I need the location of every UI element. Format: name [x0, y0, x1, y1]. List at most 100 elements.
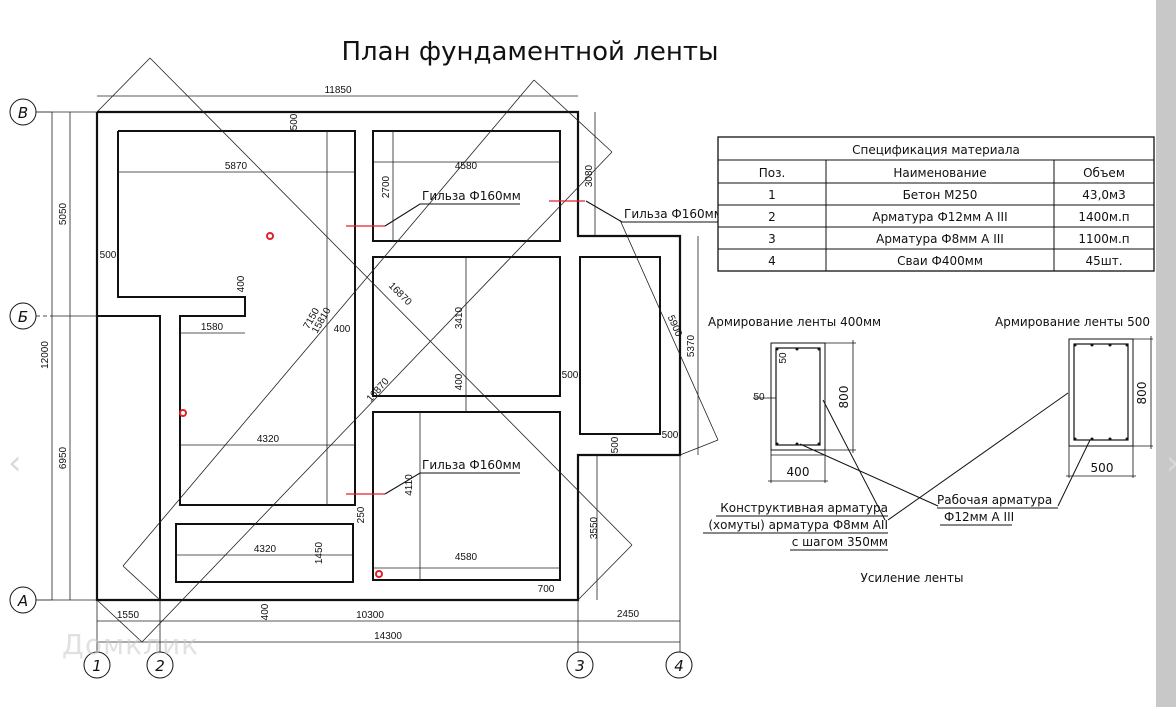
- axis-row-a: А: [9, 586, 52, 614]
- reinforcement-caption: Усиление ленты: [861, 571, 964, 585]
- drawing-title: План фундаментной ленты: [342, 37, 719, 67]
- spec-cell-volume: 45шт.: [1085, 254, 1122, 268]
- spec-cell-pos: 4: [768, 254, 776, 268]
- dim-diag-16870-a: 16870: [386, 281, 414, 309]
- dim-room1-width: 5870: [225, 161, 248, 172]
- dim-room4-width: 4320: [254, 544, 277, 555]
- axis-row-v: В: [9, 98, 52, 126]
- dim-wall-mid: 400: [334, 324, 351, 335]
- axis-label: 3: [575, 657, 585, 675]
- dim-bottom-total: 14300: [374, 631, 402, 642]
- spec-cell-volume: 1100м.п: [1078, 232, 1129, 246]
- sleeve-callout-3: Гильза Ф160мм: [422, 458, 521, 472]
- dim-offset-700: 700: [538, 584, 555, 595]
- dim-gap-250: 250: [356, 506, 367, 523]
- dim-wall-500-a: 500: [562, 370, 579, 381]
- dim-right-3080: 3080: [584, 164, 595, 187]
- axis-markers: В Б А 1 2 3 4: [9, 98, 693, 679]
- section-500: Армирование ленты 500 500 800: [995, 315, 1153, 478]
- section-400-cover-side: 50: [753, 392, 765, 403]
- watermark-logo: Домклик: [62, 628, 200, 661]
- next-image-button[interactable]: ›: [1166, 446, 1176, 480]
- spec-row: 2 Арматура Ф12мм А III 1400м.п: [768, 210, 1129, 224]
- dim-room5-width: 4580: [455, 161, 478, 172]
- axis-label: 4: [674, 657, 684, 675]
- left-inner-wall: [97, 315, 161, 600]
- dim-room7-width: 4580: [455, 552, 478, 563]
- side-scroll-strip: [1156, 0, 1176, 707]
- dim-left-upper: 5050: [58, 202, 69, 225]
- axis-label: 1: [92, 657, 102, 675]
- dim-right-5370: 5370: [686, 334, 697, 357]
- dim-diag-16870-b: 16870: [365, 376, 392, 404]
- work-rebar-label-line2: Ф12мм А III: [944, 510, 1014, 524]
- spec-cell-name: Бетон М250: [903, 188, 978, 202]
- spec-row: 3 Арматура Ф8мм А III 1100м.п: [768, 232, 1129, 246]
- spec-table: Спецификация материала Поз. Наименование…: [717, 136, 1155, 272]
- section-500-title: Армирование ленты 500: [995, 315, 1150, 329]
- spec-cell-volume: 1400м.п: [1078, 210, 1129, 224]
- axis-label: В: [18, 104, 28, 122]
- rebar-label-underlines: [703, 507, 1058, 551]
- section-400-height: 800: [837, 386, 851, 409]
- dim-room3-width: 4320: [257, 434, 280, 445]
- spec-row: 1 Бетон М250 43,0м3: [768, 188, 1126, 202]
- room-right: [579, 256, 661, 435]
- dim-overall-top: 11850: [324, 85, 352, 96]
- pile-marker: [266, 232, 274, 240]
- red-markers: [179, 200, 585, 578]
- stirrup-label-line1: Конструктивная арматура: [720, 501, 888, 515]
- dim-room5-height: 2700: [381, 175, 392, 198]
- section-400: Армирование ленты 400мм 400 800 50 50: [708, 315, 881, 483]
- dim-bottom-wall-400: 400: [260, 603, 271, 620]
- dim-left-lower: 6950: [58, 446, 69, 469]
- spec-cell-name: Сваи Ф400мм: [897, 254, 983, 268]
- callout-leaders: [384, 200, 720, 495]
- sleeve-callout-2: Гильза Ф160мм: [624, 207, 723, 221]
- spec-row: 4 Сваи Ф400мм 45шт.: [768, 254, 1122, 268]
- spec-cell-name: Арматура Ф8мм А III: [876, 232, 1004, 246]
- section-400-width: 400: [787, 465, 810, 479]
- dim-bottom-3-4: 2450: [617, 609, 640, 620]
- dim-bottom-2-3: 10300: [356, 610, 384, 621]
- spec-cell-volume: 43,0м3: [1082, 188, 1125, 202]
- sleeve-callout-1: Гильза Ф160мм: [422, 189, 521, 203]
- spec-header-pos: Поз.: [759, 166, 786, 180]
- spec-cell-pos: 2: [768, 210, 776, 224]
- spec-cell-name: Арматура Ф12мм А III: [872, 210, 1007, 224]
- axis-col-2: 2: [146, 651, 174, 679]
- spec-table-title: Спецификация материала: [852, 143, 1020, 157]
- dim-room6-height: 3410: [454, 306, 465, 329]
- room-4: [175, 523, 354, 583]
- spec-cell-pos: 3: [768, 232, 776, 246]
- dim-room4-height: 1450: [314, 541, 325, 564]
- room-5: [372, 130, 561, 242]
- spec-header-volume: Объем: [1083, 166, 1125, 180]
- axis-col-1: 1: [83, 651, 111, 679]
- dim-wall-500-b: 500: [662, 430, 679, 441]
- prev-image-button[interactable]: ‹: [8, 443, 22, 483]
- dim-left-total: 12000: [40, 341, 51, 369]
- work-rebar-label-line1: Рабочая арматура: [937, 493, 1052, 507]
- axis-row-b: Б: [9, 302, 52, 330]
- axis-col-3: 3: [566, 651, 594, 679]
- dimension-lines: [51, 57, 719, 660]
- stirrup-label-line2: (хомуты) арматура Ф8мм АII: [708, 518, 888, 532]
- spec-cell-pos: 1: [768, 188, 776, 202]
- dim-room7-height: 4110: [404, 474, 415, 496]
- dim-wall-left: 500: [100, 250, 117, 261]
- spec-header-name: Наименование: [893, 166, 986, 180]
- section-400-cover-top: 50: [778, 352, 789, 364]
- section-500-height: 800: [1135, 382, 1149, 405]
- stirrup-label-line3: с шагом 350мм: [792, 535, 888, 549]
- dim-wall-500-c: 500: [610, 436, 621, 453]
- pile-marker: [179, 409, 187, 417]
- section-400-title: Армирование ленты 400мм: [708, 315, 881, 329]
- axis-label: Б: [18, 308, 28, 326]
- dim-right-3550: 3550: [589, 516, 600, 539]
- rebar-leaders: [799, 392, 1091, 521]
- dim-wall-mid2: 400: [454, 373, 465, 390]
- axis-label: 2: [155, 657, 165, 675]
- room-1: [117, 130, 356, 506]
